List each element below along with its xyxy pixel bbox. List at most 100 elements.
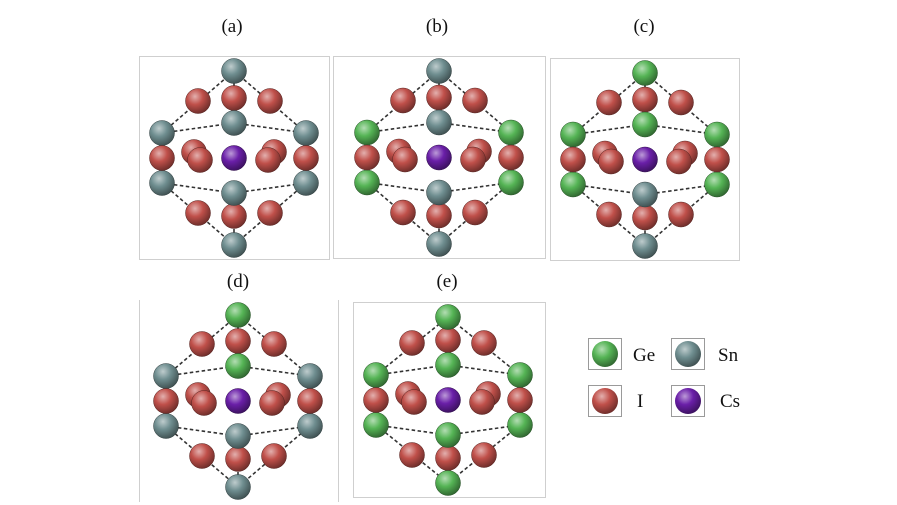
ge-atom <box>560 171 586 198</box>
iodine-atom <box>257 88 283 114</box>
sn-atom <box>632 233 658 259</box>
iodine-atom <box>401 389 427 415</box>
sn-atom <box>221 232 247 258</box>
sn-atom <box>426 179 452 206</box>
i-atom-icon <box>592 388 618 414</box>
sn-atom <box>149 120 175 146</box>
iodine-atom <box>598 148 624 175</box>
sn-atom <box>221 58 247 84</box>
ge-atom <box>507 412 533 438</box>
iodine-atom <box>460 146 486 173</box>
sn-atom <box>426 58 452 84</box>
iodine-atom <box>498 144 524 171</box>
sn-atom <box>297 413 323 439</box>
ge-atom <box>507 362 533 388</box>
legend-label-sn: Sn <box>718 345 739 366</box>
iodine-atom <box>666 148 692 175</box>
iodine-atom <box>704 146 730 173</box>
iodine-atom <box>632 86 658 113</box>
ge-atom <box>704 121 730 148</box>
cesium-atom <box>221 145 247 171</box>
iodine-atom <box>261 331 287 357</box>
cs-atom-icon <box>675 388 701 414</box>
sn-atom <box>293 170 319 196</box>
legend-swatch-cs <box>671 385 705 417</box>
iodine-atom <box>221 203 247 229</box>
iodine-atom <box>185 88 211 114</box>
sn-atom <box>297 363 323 389</box>
iodine-atom <box>297 388 323 414</box>
iodine-atom <box>507 387 533 413</box>
bond-line <box>161 69 307 134</box>
panel-label-c: (c) <box>633 16 655 37</box>
iodine-atom <box>668 201 694 228</box>
panel-label-a: (a) <box>221 16 243 37</box>
iodine-atom <box>435 327 461 353</box>
bond-line <box>572 71 718 136</box>
sn-atom <box>225 423 251 449</box>
iodine-atom <box>392 146 418 173</box>
panel-label-d: (d) <box>226 271 250 292</box>
bond-line <box>165 313 311 377</box>
sn-atom <box>149 170 175 196</box>
iodine-atom <box>399 330 425 356</box>
iodine-atom <box>471 442 497 468</box>
legend-swatch-i <box>588 385 622 417</box>
ge-atom <box>435 470 461 496</box>
ge-atom <box>498 169 524 196</box>
iodine-atom <box>363 387 389 413</box>
iodine-atom <box>149 145 175 171</box>
iodine-atom <box>462 87 488 114</box>
iodine-atom <box>390 87 416 114</box>
sn-atom <box>153 413 179 439</box>
ge-atom-icon <box>592 341 618 367</box>
cesium-atom <box>435 387 461 413</box>
ge-atom <box>704 171 730 198</box>
iodine-atom <box>399 442 425 468</box>
iodine-atom <box>255 147 281 173</box>
panel-label-e: (e) <box>436 271 458 292</box>
iodine-atom <box>191 390 217 416</box>
iodine-atom <box>261 443 287 469</box>
legend-swatch-ge <box>588 338 622 370</box>
panel-frame <box>550 58 740 261</box>
structure-panel-b <box>333 56 546 259</box>
ge-atom <box>560 121 586 148</box>
sn-atom <box>225 474 251 500</box>
cesium-atom <box>632 146 658 173</box>
iodine-atom <box>354 144 380 171</box>
iodine-atom <box>225 446 251 472</box>
iodine-atom <box>189 443 215 469</box>
iodine-atom <box>187 147 213 173</box>
ge-atom <box>435 422 461 448</box>
ge-atom <box>354 169 380 196</box>
legend-swatch-sn <box>671 338 705 370</box>
structure-panel-c <box>550 58 740 261</box>
bond-line <box>161 182 307 247</box>
ge-atom <box>435 304 461 330</box>
bond-line <box>366 181 512 246</box>
panel-frame <box>353 302 546 498</box>
panel-frame <box>333 56 546 259</box>
cesium-atom <box>225 388 251 414</box>
sn-atom <box>426 231 452 257</box>
ge-atom <box>498 119 524 146</box>
iodine-atom <box>153 388 179 414</box>
sn-atom <box>221 180 247 206</box>
ge-atom <box>632 60 658 86</box>
ge-atom <box>354 119 380 146</box>
sn-atom <box>153 363 179 389</box>
sn-atom-icon <box>675 341 701 367</box>
panel-frame <box>139 56 330 260</box>
iodine-atom <box>471 330 497 356</box>
structure-panel-a <box>139 56 330 260</box>
iodine-atom <box>668 89 694 116</box>
iodine-atom <box>257 200 283 226</box>
ge-atom <box>225 302 251 328</box>
iodine-atom <box>390 199 416 226</box>
iodine-atom <box>426 202 452 229</box>
iodine-atom <box>469 389 495 415</box>
ge-atom <box>363 412 389 438</box>
legend-label-cs: Cs <box>720 391 741 412</box>
iodine-atom <box>293 145 319 171</box>
